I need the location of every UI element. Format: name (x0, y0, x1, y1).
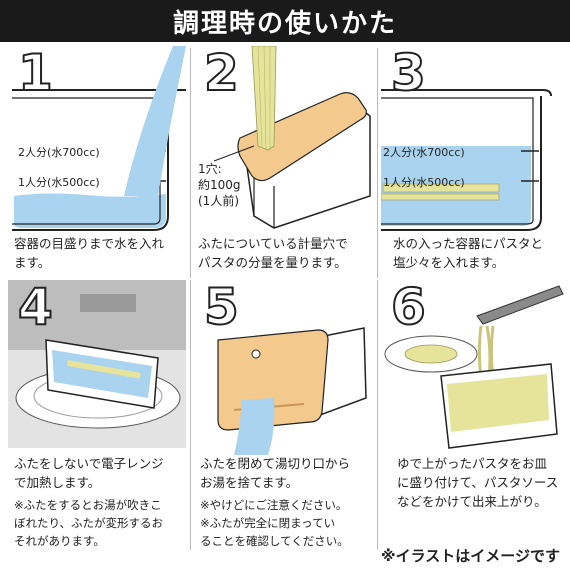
step-2-panel: 2 1穴: 約100g (1人前) ふたについている計量穴で パスタの分量を量り… (194, 46, 374, 276)
step-caption: 容器の目盛りまで水を入れ ます。 (14, 236, 165, 270)
step-6-illustration (384, 285, 564, 449)
step-number: 5 (203, 280, 240, 336)
step-4-illustration (8, 280, 186, 448)
step-6-panel: 6 ゆで上がったパスタをお皿 に盛り付けて、パスタソース などをかけて出来上がり… (381, 280, 566, 550)
step-number: 2 (203, 46, 240, 102)
water-level-700-label: 2人分(水700cc) (383, 146, 465, 159)
step-caption: ふたについている計量穴で パスタの分量を量ります。 (198, 236, 348, 270)
step-2-illustration (213, 46, 371, 229)
step-number: 3 (390, 46, 427, 102)
measuring-hole-label: 1穴: 約100g (1人前) (198, 162, 241, 208)
step-caption: ふたを閉めて湯切り口から お湯を捨てます。 (200, 456, 351, 490)
water-level-700-label: 2人分(水700cc) (18, 146, 100, 159)
page-title: 調理時の使いかた (0, 0, 570, 42)
step-1-panel: 1 2人分(水700cc) 1人分(水500cc) 容器の目盛りまで水を入れ ま… (8, 46, 186, 276)
divider (190, 280, 191, 550)
step-5-panel: 5 ふたを閉めて湯切り口から お湯を捨てます。 ※やけどにご注意ください。 ※ふ… (194, 280, 374, 550)
step-caption: ふたをしないで電子レンジ で加熱します。 (14, 456, 164, 490)
step-5-illustration (217, 327, 367, 455)
divider (377, 48, 378, 278)
step-4-panel: 4 ふたをしないで電子レンジ で加熱します。 ※ふたをするとお湯が吹きこ ぼれた… (8, 280, 186, 550)
step-3-panel: 3 2人分(水700cc) 1人分(水500cc) 水の入った容器にパスタと 塩… (381, 46, 566, 276)
step-caption: ゆで上がったパスタをお皿 に盛り付けて、パスタソース などをかけて出来上がり。 (397, 456, 559, 509)
step-caption: 水の入った容器にパスタと 塩少々を入れます。 (393, 236, 544, 270)
step-note: ※やけどにご注意ください。 ※ふたが完全に閉まってい ることを確認してください。 (200, 498, 349, 548)
divider (377, 280, 378, 550)
illustration-disclaimer: ※イラストはイメージです (381, 547, 560, 565)
step-1-illustration (12, 46, 186, 231)
step-3-illustration (381, 89, 552, 231)
step-note: ※ふたをするとお湯が吹きこ ぼれたり、ふたが変形するお それがあります。 (14, 498, 164, 548)
step-number: 6 (390, 280, 427, 336)
divider (190, 48, 191, 278)
step-number: 1 (17, 46, 54, 102)
water-level-500-label: 1人分(水500cc) (18, 176, 100, 189)
water-level-500-label: 1人分(水500cc) (383, 176, 465, 189)
step-number: 4 (17, 280, 54, 336)
